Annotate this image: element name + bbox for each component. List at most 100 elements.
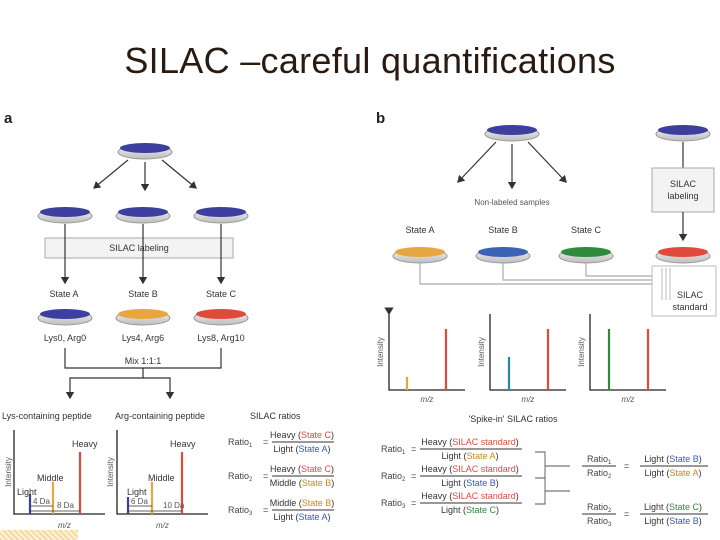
arg-peptide-title: Arg-containing peptide xyxy=(115,411,205,421)
silac-labeling-box-b xyxy=(651,167,715,213)
standard-lines xyxy=(661,268,671,300)
arrow-split-left xyxy=(93,159,129,189)
ratio-a-3-equals: = xyxy=(263,505,268,515)
dish-state-c xyxy=(193,309,249,326)
derived-1-top: Ratio1 xyxy=(587,454,612,466)
spec-b2-intensity: Intensity xyxy=(477,337,486,367)
ratio-a-3-name: Ratio3 xyxy=(228,505,253,517)
state-c-label-b: State C xyxy=(571,225,602,235)
lys-spectrum: Intensity Heavy Middle Light 4 Da 8 Da xyxy=(4,430,105,515)
ratios-a-title: SILAC ratios xyxy=(250,411,301,421)
state-c-label: State C xyxy=(206,289,237,299)
ratio-a-3-num: Middle (State B) xyxy=(270,498,335,508)
silac-standard-2: standard xyxy=(672,302,707,312)
arg-heavy: Heavy xyxy=(170,439,196,449)
dish-source-a xyxy=(117,143,173,160)
ratio-a-2-name: Ratio2 xyxy=(228,471,253,483)
arg-mz-label: m/z xyxy=(156,521,169,530)
ratio-b-2-name: Ratio2 xyxy=(381,471,406,483)
ratio-b-1-den: Light (State A) xyxy=(441,451,498,461)
silac-figure: a SILAC labeling State A State B State C xyxy=(2,110,717,530)
arrow-b-left xyxy=(457,141,497,183)
arg-spectrum: Intensity Heavy Middle Light 6 Da 10 Da xyxy=(106,430,208,515)
arg-middle: Middle xyxy=(148,473,175,483)
spike-title: 'Spike-in' SILAC ratios xyxy=(469,414,558,424)
ratio-b-3-num: Heavy (SILAC standard) xyxy=(421,491,519,501)
spec-b3-mz: m/z xyxy=(622,395,635,404)
derived-1-den: Light (State A) xyxy=(644,468,701,478)
state-a-label: State A xyxy=(49,289,78,299)
dish-a1 xyxy=(37,207,93,224)
ratio-a-3-den: Light (State A) xyxy=(273,512,330,522)
silac-labeling-box xyxy=(44,237,234,259)
isotope-c: Lys8, Arg10 xyxy=(197,333,244,343)
non-labeled-label: Non-labeled samples xyxy=(474,198,549,207)
arrow-split-right xyxy=(161,159,197,189)
spectrum-b1: Intensity m/z xyxy=(376,307,465,404)
derived-2-num: Light (State C) xyxy=(644,502,702,512)
bracket-2 xyxy=(535,477,570,505)
ratio-b-2-equals: = xyxy=(411,471,416,481)
spec-b2-mz: m/z xyxy=(522,395,535,404)
silac-standard-box xyxy=(651,265,717,317)
ratios-b-list: Ratio1 = Heavy (SILAC standard) Light (Stat… xyxy=(381,437,522,515)
derived-2-equals: = xyxy=(624,509,629,519)
arrow-b-right xyxy=(527,141,567,183)
ratio-b-3-equals: = xyxy=(411,498,416,508)
ratio-a-2-num: Heavy (State C) xyxy=(270,464,334,474)
arg-10da: 10 Da xyxy=(163,501,185,510)
dish-state-a xyxy=(37,309,93,326)
lys-middle: Middle xyxy=(37,473,64,483)
ratio-a-2-equals: = xyxy=(263,471,268,481)
arg-6da: 6 Da xyxy=(131,497,148,506)
lys-heavy: Heavy xyxy=(72,439,98,449)
ratio-a-2-den: Middle (State B) xyxy=(270,478,335,488)
ratio-a-1-equals: = xyxy=(263,437,268,447)
arrow-mix-right xyxy=(143,377,175,400)
dish-a3 xyxy=(193,207,249,224)
state-b-label: State B xyxy=(128,289,158,299)
dish-b-state-c xyxy=(558,247,614,264)
ratio-a-1-num: Heavy (State C) xyxy=(270,430,334,440)
silac-labeling-b-2: labeling xyxy=(667,191,698,201)
derived-2-top: Ratio2 xyxy=(587,502,612,514)
state-b-label-b: State B xyxy=(488,225,518,235)
arg-light: Light xyxy=(127,487,147,497)
ratio-b-2-num: Heavy (SILAC standard) xyxy=(421,464,519,474)
isotope-a: Lys0, Arg0 xyxy=(44,333,86,343)
lys-light: Light xyxy=(17,487,37,497)
mix-label: Mix 1:1:1 xyxy=(125,356,162,366)
ratio-b-1-name: Ratio1 xyxy=(381,444,406,456)
panel-b-label: b xyxy=(376,110,385,127)
derived-1-num: Light (State B) xyxy=(644,454,702,464)
lys-8da: 8 Da xyxy=(57,501,74,510)
ratio-b-1-num: Heavy (SILAC standard) xyxy=(421,437,519,447)
silac-labeling-b-1: SILAC xyxy=(670,179,697,189)
decorative-corner-strip xyxy=(0,530,78,540)
arg-intensity-label: Intensity xyxy=(106,457,115,487)
lys-peptide-title: Lys-containing peptide xyxy=(2,411,92,421)
lys-intensity-label: Intensity xyxy=(4,457,13,487)
dish-b-state-b xyxy=(475,247,531,264)
silac-labeling-label: SILAC labeling xyxy=(109,243,169,253)
derived-2-den: Light (State B) xyxy=(644,516,702,526)
panel-a-label: a xyxy=(4,110,13,127)
silac-standard-1: SILAC xyxy=(677,290,704,300)
dish-state-b xyxy=(115,309,171,326)
ratio-b-3-den: Light (State C) xyxy=(441,505,499,515)
lys-4da: 4 Da xyxy=(33,497,50,506)
dish-b-silac-standard xyxy=(655,247,711,264)
derived-2-bot: Ratio3 xyxy=(587,516,612,528)
spectrum-b3: Intensity m/z xyxy=(577,314,666,404)
spec-b1-mz: m/z xyxy=(421,395,434,404)
derived-1-equals: = xyxy=(624,461,629,471)
bracket-1 xyxy=(535,451,570,479)
dish-silac-source xyxy=(655,125,711,142)
ratios-a-list: Ratio1=Heavy (State C)Light (State A)Rat… xyxy=(228,430,334,522)
conn-b xyxy=(502,263,667,281)
ratio-b-3-name: Ratio3 xyxy=(381,498,406,510)
dish-a2 xyxy=(115,207,171,224)
derived-1-bot: Ratio2 xyxy=(587,468,612,480)
arrow-mix-left xyxy=(65,368,144,400)
conn-a xyxy=(419,263,663,285)
